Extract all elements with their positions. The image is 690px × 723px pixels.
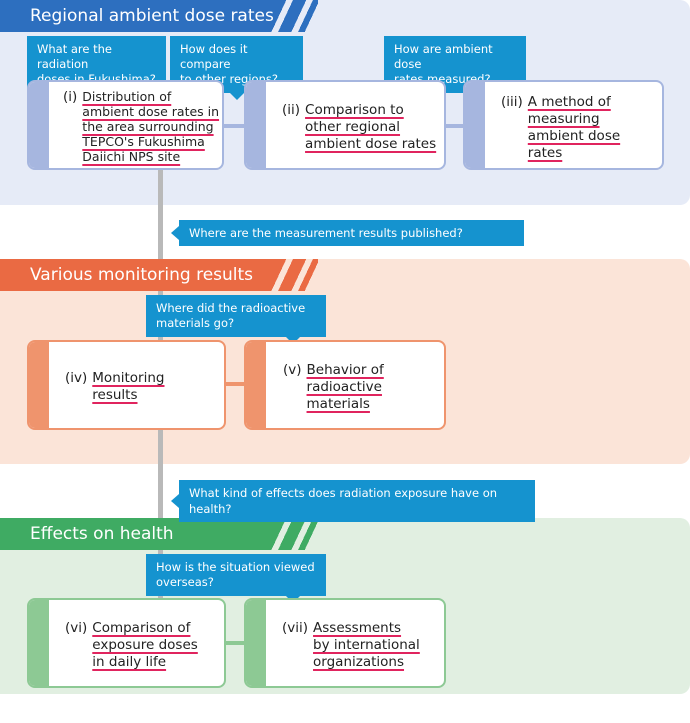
connector-line xyxy=(158,428,163,603)
card-monitoring-results[interactable]: (iv) Monitoring results xyxy=(27,340,226,430)
card-comparison-of-exposure-doses[interactable]: (vi) Comparison of exposure doses in dai… xyxy=(27,598,226,688)
question-bubble-published: Where are the measurement results publis… xyxy=(171,220,524,246)
card-title: A method of measuring ambient dose rates xyxy=(527,94,621,161)
card-distribution-of-dose-rates[interactable]: (i) Distribution of ambient dose rates i… xyxy=(27,80,224,170)
card-number: (v) xyxy=(283,362,302,378)
card-international-assessments[interactable]: (vii) Assessments by international organ… xyxy=(244,598,446,688)
card-measuring-method[interactable]: (iii) A method of measuring ambient dose… xyxy=(463,80,664,170)
question-bubble-health-effects: What kind of effects does radiation expo… xyxy=(171,480,535,522)
connector-line xyxy=(158,165,163,345)
card-number: (vi) xyxy=(65,620,88,636)
card-behavior-of-radioactive-materials[interactable]: (v) Behavior of radioactive materials xyxy=(244,340,446,430)
connector-line xyxy=(224,382,246,386)
card-title: Distribution of ambient dose rates in th… xyxy=(82,89,220,164)
card-title: Assessments by international organizatio… xyxy=(313,620,420,670)
card-number: (vii) xyxy=(282,620,309,636)
card-comparison-to-other-regions[interactable]: (ii) Comparison to other regional ambien… xyxy=(244,80,446,170)
card-title: Comparison to other regional ambient dos… xyxy=(305,102,437,152)
section-title-monitoring: Various monitoring results xyxy=(0,259,318,291)
card-number: (iii) xyxy=(501,94,523,110)
question-bubble: Where did the radioactive materials go? xyxy=(146,295,326,344)
card-title: Comparison of exposure doses in daily li… xyxy=(92,620,198,670)
card-number: (i) xyxy=(63,89,78,105)
connector-line xyxy=(222,124,246,128)
connector-line xyxy=(224,641,246,645)
card-title: Behavior of radioactive materials xyxy=(306,362,384,412)
card-title: Monitoring results xyxy=(92,370,165,403)
card-number: (iv) xyxy=(65,370,88,386)
section-title-health: Effects on health xyxy=(0,518,318,550)
connector-line xyxy=(443,124,465,128)
card-number: (ii) xyxy=(282,102,301,118)
question-bubble: How is the situation viewed overseas? xyxy=(146,554,326,603)
section-title-dose-rates: Regional ambient dose rates xyxy=(0,0,318,32)
